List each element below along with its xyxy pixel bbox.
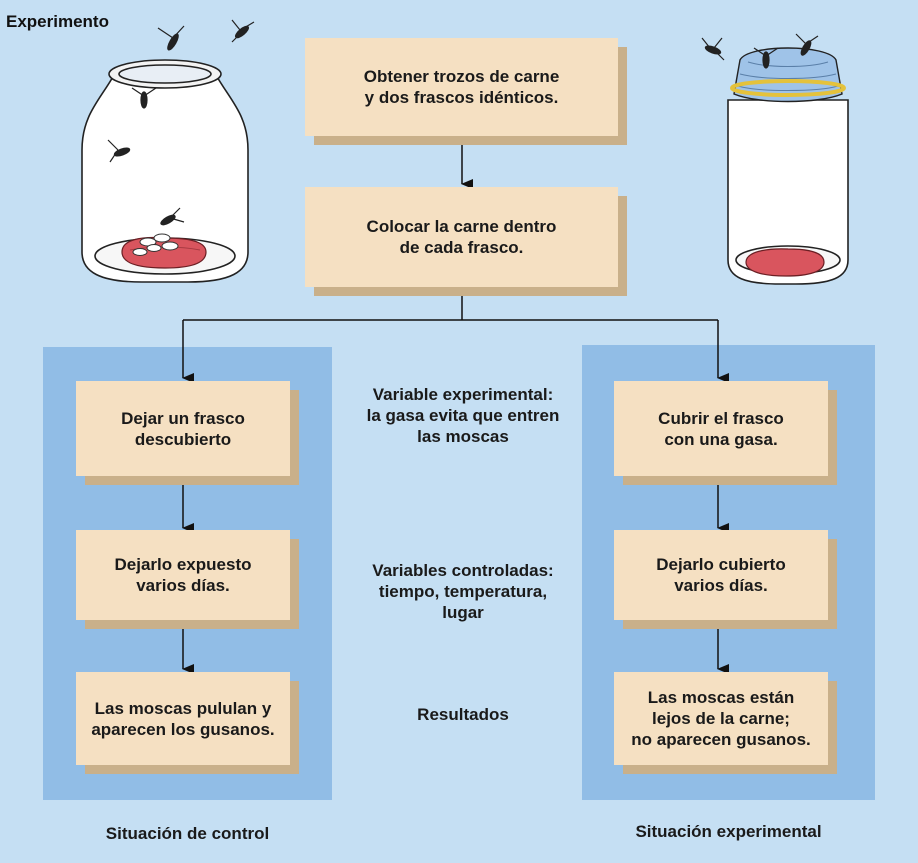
experimental-step2-box: Dejarlo cubierto varios días.	[614, 530, 828, 620]
gauze-cover	[730, 47, 846, 103]
resultados-label: Resultados	[417, 705, 509, 724]
worm-icon	[132, 233, 179, 256]
step-obtain-box: Obtener trozos de carne y dos frascos id…	[305, 38, 618, 136]
variable-experimental-text: Variable experimental: la gasa evita que…	[366, 385, 560, 446]
variables-controladas-text: Variables controladas: tiempo, temperatu…	[372, 561, 554, 622]
diagram-title: Experimento	[6, 12, 109, 31]
experimental-result-box: Las moscas están lejos de la carne; no a…	[614, 672, 828, 765]
fly-icon	[231, 19, 255, 43]
meat-icon	[745, 248, 825, 277]
control-step2-box: Dejarlo expuesto varios días.	[76, 530, 290, 620]
control-result-box: Las moscas pululan y aparecen los gusano…	[76, 672, 290, 765]
fly-icon	[753, 33, 819, 69]
experimental-caption: Situación experimental	[635, 822, 822, 841]
control-caption: Situación de control	[105, 824, 270, 843]
open-jar-icon	[81, 25, 249, 283]
covered-jar-icon	[727, 33, 849, 285]
experimental-step1-box: Cubrir el frasco con una gasa.	[614, 381, 828, 476]
step-place-box: Colocar la carne dentro de cada frasco.	[305, 187, 618, 287]
control-step1-box: Dejar un frasco descubierto	[76, 381, 290, 476]
fly-icon	[107, 25, 185, 226]
fly-icon	[701, 37, 725, 61]
